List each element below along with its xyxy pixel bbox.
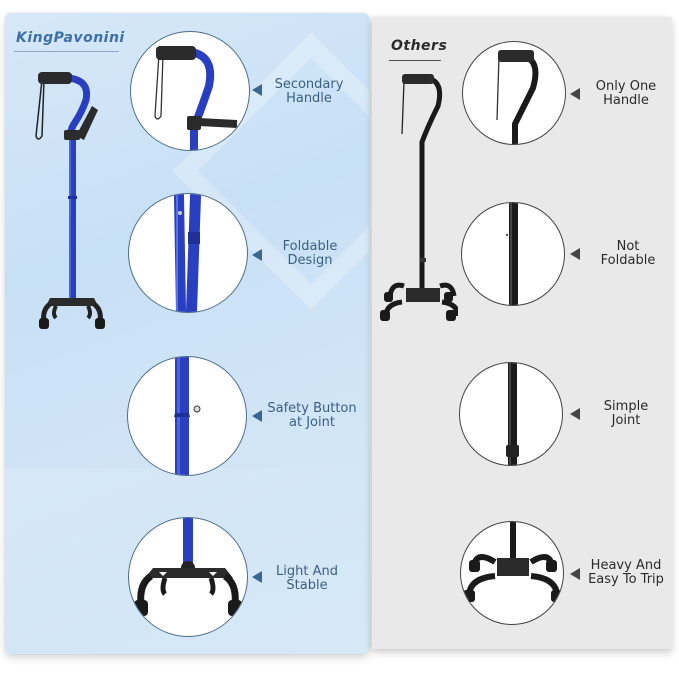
brand-title-others: Others xyxy=(391,38,448,54)
pointer-arrow-icon xyxy=(252,249,262,261)
brand-underline xyxy=(389,60,441,61)
feature-label-secondary-handle: Secondary Handle xyxy=(274,77,344,106)
pointer-arrow-icon xyxy=(570,248,580,260)
brand-underline xyxy=(14,51,119,52)
shaft-safety-button-icon xyxy=(174,357,201,475)
feature-circle-secondary-handle xyxy=(130,31,250,151)
pointer-arrow-icon xyxy=(570,88,580,100)
pointer-arrow-icon xyxy=(570,568,580,580)
simple-joint-icon xyxy=(506,363,519,465)
feature-circle-heavy xyxy=(460,521,564,625)
blue-quad-cane-image xyxy=(28,66,118,336)
cane-handle-single-icon xyxy=(496,50,539,144)
feature-label-only-one-handle: Only One Handle xyxy=(595,79,657,108)
feature-label-simple-joint: Simple Joint xyxy=(603,399,649,428)
pointer-arrow-icon xyxy=(252,410,262,422)
straight-shaft-icon xyxy=(505,203,518,305)
pointer-arrow-icon xyxy=(252,84,262,96)
feature-label-safety-button: Safety Button at Joint xyxy=(267,401,357,430)
feature-label-foldable-design: Foldable Design xyxy=(282,239,338,268)
feature-circle-simple-joint xyxy=(459,362,563,466)
cane-handle-with-secondary-grip-icon xyxy=(154,46,237,150)
feature-circle-foldable-design xyxy=(128,193,248,313)
brand-title-kingpavonini: KingPavonini xyxy=(16,30,125,46)
feature-circle-light-stable xyxy=(128,517,248,637)
feature-label-heavy: Heavy And Easy To Trip xyxy=(588,558,664,587)
quad-base-icon xyxy=(134,518,242,616)
pointer-arrow-icon xyxy=(252,571,262,583)
feature-circle-only-one-handle xyxy=(462,41,566,145)
feature-label-not-foldable: Not Foldable xyxy=(600,239,656,268)
pointer-arrow-icon xyxy=(570,408,580,420)
feature-circle-not-foldable xyxy=(461,202,565,306)
feature-label-light-stable: Light And Stable xyxy=(276,564,338,593)
folding-shaft-icon xyxy=(173,194,202,312)
feature-circle-safety-button xyxy=(127,356,247,476)
black-quad-cane-image xyxy=(378,72,458,322)
heavy-quad-base-icon xyxy=(463,522,563,602)
